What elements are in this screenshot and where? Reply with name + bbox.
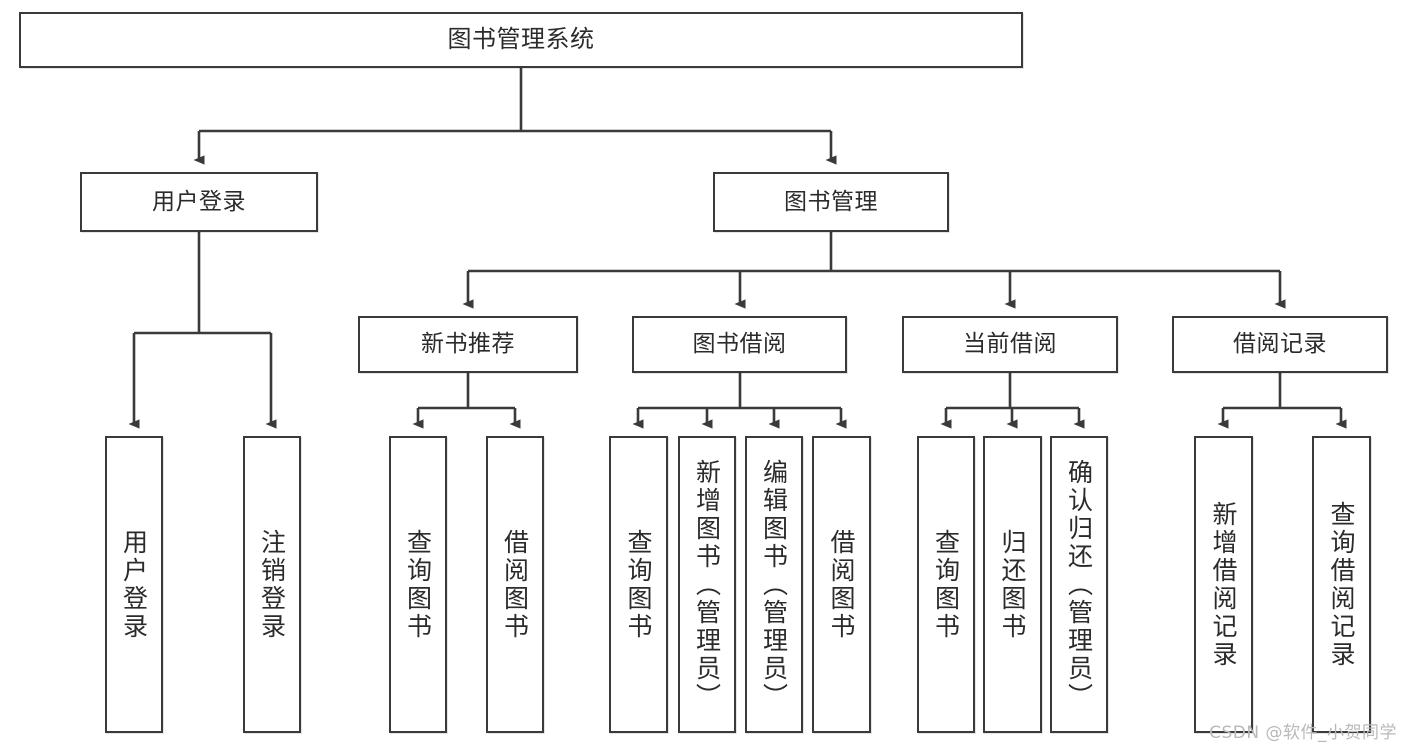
node-book-management-label: 图书管理 (784, 188, 878, 215)
node-leaf-query-book-3[interactable]: 查询图书 (917, 436, 975, 733)
node-borrow-record[interactable]: 借阅记录 (1172, 316, 1388, 373)
node-leaf-confirm-return-admin-label: 确认归还（管理员） (1064, 458, 1094, 711)
node-leaf-query-book-3-label: 查询图书 (931, 528, 961, 641)
node-leaf-return-book[interactable]: 归还图书 (983, 436, 1042, 733)
node-leaf-query-book-2-label: 查询图书 (624, 528, 653, 641)
node-leaf-add-book-admin[interactable]: 新增图书（管理员） (678, 436, 736, 733)
node-leaf-user-logout[interactable]: 注销登录 (243, 436, 301, 733)
node-leaf-edit-book-admin[interactable]: 编辑图书（管理员） (745, 436, 803, 733)
node-leaf-confirm-return-admin[interactable]: 确认归还（管理员） (1050, 436, 1108, 733)
node-book-management[interactable]: 图书管理 (713, 172, 949, 232)
node-leaf-return-book-label: 归还图书 (998, 528, 1027, 641)
node-leaf-borrow-book-1[interactable]: 借阅图书 (486, 436, 544, 733)
node-current-borrow-label: 当前借阅 (963, 331, 1057, 358)
node-leaf-query-book-1-label: 查询图书 (403, 528, 433, 641)
node-leaf-query-borrow-record[interactable]: 查询借阅记录 (1312, 436, 1371, 733)
node-leaf-user-login-label: 用户登录 (119, 528, 149, 641)
node-current-borrow[interactable]: 当前借阅 (902, 316, 1118, 373)
node-leaf-borrow-book-2[interactable]: 借阅图书 (812, 436, 871, 733)
node-book-borrow-label: 图书借阅 (692, 331, 787, 358)
node-leaf-borrow-book-2-label: 借阅图书 (827, 528, 856, 641)
node-new-book-recommend[interactable]: 新书推荐 (358, 316, 578, 373)
node-leaf-add-borrow-record[interactable]: 新增借阅记录 (1194, 436, 1253, 733)
node-root-label: 图书管理系统 (447, 25, 595, 54)
node-user-login-label: 用户登录 (152, 188, 246, 215)
node-root-book-management-system[interactable]: 图书管理系统 (19, 12, 1023, 68)
node-leaf-edit-book-admin-label: 编辑图书（管理员） (759, 458, 789, 711)
node-leaf-add-borrow-record-label: 新增借阅记录 (1209, 500, 1238, 669)
node-new-book-recommend-label: 新书推荐 (421, 331, 515, 358)
node-leaf-borrow-book-1-label: 借阅图书 (500, 528, 530, 641)
node-leaf-query-borrow-record-label: 查询借阅记录 (1327, 500, 1356, 669)
node-leaf-add-book-admin-label: 新增图书（管理员） (692, 458, 722, 711)
csdn-watermark: CSDN @软件_小贺同学 (1209, 723, 1397, 743)
node-book-borrow[interactable]: 图书借阅 (632, 316, 847, 373)
node-user-login[interactable]: 用户登录 (80, 172, 318, 232)
node-leaf-query-book-2[interactable]: 查询图书 (609, 436, 668, 733)
node-leaf-user-login[interactable]: 用户登录 (105, 436, 163, 733)
node-borrow-record-label: 借阅记录 (1233, 331, 1327, 358)
node-leaf-query-book-1[interactable]: 查询图书 (389, 436, 447, 733)
node-leaf-user-logout-label: 注销登录 (257, 528, 287, 641)
